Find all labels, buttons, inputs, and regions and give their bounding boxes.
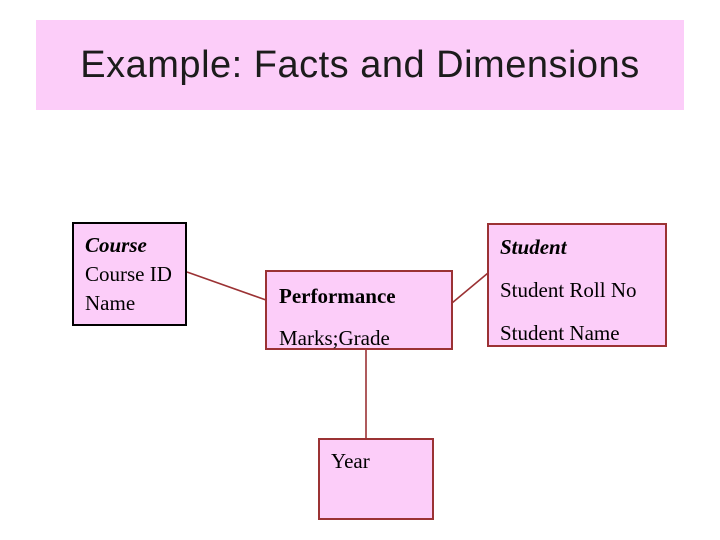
entity-field: Student Roll No — [500, 278, 637, 302]
entity-field: Course ID — [85, 262, 172, 286]
fact-box-performance: Performance Marks;Grade — [265, 270, 453, 350]
entity-box-course: Course Course ID Name — [72, 222, 187, 326]
fact-field: Marks;Grade — [279, 326, 390, 350]
entity-field: Name — [85, 291, 136, 315]
entity-box-year: Year — [318, 438, 434, 520]
entity-title-course: Course — [85, 233, 147, 257]
connector-performance-student — [451, 272, 489, 304]
slide-title: Example: Facts and Dimensions — [80, 43, 640, 86]
connector-course-performance — [186, 271, 267, 301]
entity-box-student: Student Student Roll No Student Name — [487, 223, 667, 347]
entity-title-student: Student — [500, 235, 567, 259]
entity-field: Student Name — [500, 321, 620, 345]
slide-title-bar: Example: Facts and Dimensions — [36, 20, 684, 110]
fact-title-performance: Performance — [279, 284, 396, 308]
entity-title-year: Year — [331, 449, 370, 473]
